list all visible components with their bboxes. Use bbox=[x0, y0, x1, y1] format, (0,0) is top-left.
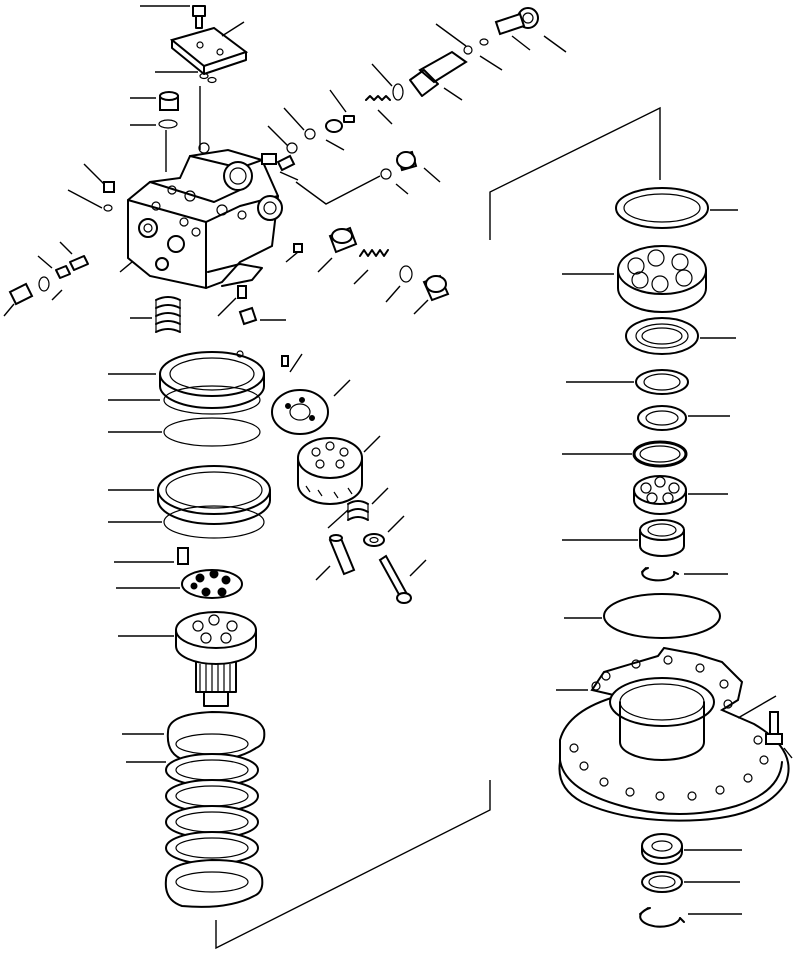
spring-washer bbox=[347, 487, 405, 547]
snap-ring-large bbox=[562, 440, 688, 468]
bolt-top bbox=[140, 5, 206, 29]
roller-bearing bbox=[562, 245, 707, 313]
snap-ring-bottom bbox=[639, 907, 742, 928]
pins bbox=[315, 534, 427, 604]
bracket-connector bbox=[215, 780, 491, 950]
sleeve-pins bbox=[261, 153, 303, 263]
plug-left-top bbox=[130, 91, 179, 172]
snap-ring-small bbox=[641, 567, 728, 582]
gear-housing bbox=[556, 646, 790, 822]
housing-bolt bbox=[765, 711, 793, 759]
spacer-sleeve bbox=[562, 519, 685, 557]
spring-cluster bbox=[130, 285, 286, 333]
valve-plate bbox=[271, 353, 351, 435]
lock-nut bbox=[641, 833, 742, 865]
bracket-connector-top bbox=[489, 106, 661, 240]
ring-second bbox=[108, 465, 271, 539]
fittings-left bbox=[67, 163, 115, 212]
retainer-plate bbox=[114, 547, 243, 599]
o-ring-large bbox=[564, 593, 721, 639]
ball-bearing bbox=[633, 475, 728, 515]
thrust-ring bbox=[615, 187, 738, 229]
cover-plate bbox=[169, 21, 249, 75]
ring-piston bbox=[108, 350, 265, 447]
oil-seal bbox=[625, 317, 736, 355]
plug-far-left bbox=[3, 241, 89, 317]
brake-disc-stack bbox=[122, 710, 266, 908]
o-rings-plate bbox=[155, 71, 217, 150]
output-shaft bbox=[118, 611, 257, 707]
spacer-ring bbox=[637, 405, 730, 431]
cylinder-block bbox=[297, 435, 381, 529]
washer-bottom bbox=[641, 871, 740, 893]
relief-valve-top bbox=[267, 7, 567, 154]
valve-body-case bbox=[119, 142, 283, 290]
check-valve-parts bbox=[295, 150, 450, 315]
shim-ring bbox=[566, 369, 689, 395]
